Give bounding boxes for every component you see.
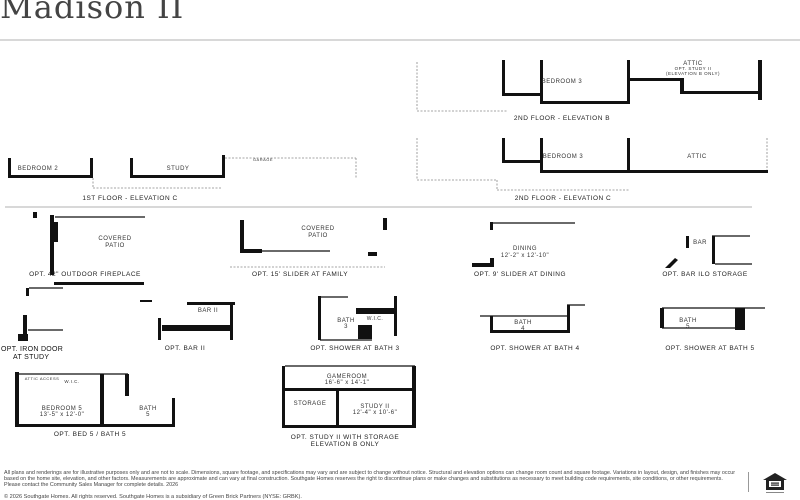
option-caption: OPT. BAR ILO STORAGE <box>662 271 748 278</box>
room-label: ATTIC <box>683 61 703 67</box>
option-bar-ilo-storage: BAR OPT. BAR ILO STORAGE <box>662 235 752 278</box>
room-label: STORAGE <box>294 401 327 407</box>
room-label: GARAGE <box>253 157 273 162</box>
option-shower-bath-4: BATH 4 OPT. SHOWER AT BATH 4 <box>480 304 585 352</box>
page-title: Madison II <box>0 0 185 26</box>
option-caption: OPT. 9' SLIDER AT DINING <box>474 271 566 278</box>
plan-caption: 1ST FLOOR - ELEVATION C <box>82 195 177 202</box>
option-shower-bath-3: BATH 3 W.I.C. OPT. SHOWER AT BATH 3 <box>310 296 399 352</box>
footer-divider <box>748 472 749 492</box>
room-label: 3 <box>344 324 348 330</box>
room-label: BEDROOM 2 <box>18 166 59 172</box>
option-caption: AT STUDY <box>13 354 49 361</box>
room-label: BEDROOM 3 <box>543 154 584 160</box>
option-caption: ELEVATION B ONLY <box>311 441 380 448</box>
option-shower-bath-5: BATH 5 OPT. SHOWER AT BATH 5 <box>660 307 765 352</box>
room-label: 12'-4" x 10'-6" <box>353 410 397 416</box>
equal-housing-opportunity-icon <box>763 473 787 493</box>
option-caption: OPT. IRON DOOR <box>1 346 63 353</box>
option-slider-dining: DINING 12'-2" x 12'-10" OPT. 9' SLIDER A… <box>472 222 575 278</box>
room-label: STUDY <box>167 166 190 172</box>
option-iron-door: OPT. IRON DOOR AT STUDY <box>1 287 63 361</box>
option-caption: OPT. SHOWER AT BATH 5 <box>665 345 754 352</box>
first-floor-plan: BEDROOM 2 STUDY GARAGE 1ST FLOOR - ELEVA… <box>8 155 357 202</box>
room-label: ATTIC ACCESS <box>25 376 60 381</box>
room-label: STUDY II <box>360 404 389 410</box>
room-label: BEDROOM 5 <box>42 406 83 412</box>
option-caption: OPT. SHOWER AT BATH 4 <box>490 345 579 352</box>
room-label: PATIO <box>308 233 328 239</box>
room-label: BAR <box>693 240 707 246</box>
room-label: (ELEVATION B ONLY) <box>666 71 720 76</box>
option-bar-ii: BAR II OPT. BAR II <box>140 300 235 352</box>
copyright-text: © 2026 Southgate Homes. All rights reser… <box>4 494 302 500</box>
plan-caption: 2ND FLOOR - ELEVATION B <box>514 115 610 122</box>
room-label: DINING <box>513 246 537 252</box>
room-label: OPT. STUDY II <box>675 66 712 71</box>
room-label: W.I.C. <box>367 316 384 322</box>
room-label: BAR II <box>198 308 218 314</box>
option-caption: OPT. STUDY II WITH STORAGE <box>291 434 400 441</box>
room-label: GAMEROOM <box>327 374 367 380</box>
option-caption: OPT. 15' SLIDER AT FAMILY <box>252 271 348 278</box>
room-label: BEDROOM 3 <box>542 79 583 85</box>
option-caption: OPT. BED 5 / BATH 5 <box>54 431 126 438</box>
option-slider-family: COVERED PATIO OPT. 15' SLIDER AT FAMILY <box>230 218 387 278</box>
room-label: COVERED <box>98 236 131 242</box>
room-label: PATIO <box>105 243 125 249</box>
room-label: 12'-2" x 12'-10" <box>501 253 549 259</box>
option-caption: OPT. 42" OUTDOOR FIREPLACE <box>29 271 141 278</box>
room-label: COVERED <box>301 226 334 232</box>
room-label: 16'-6" x 14'-1" <box>325 380 369 386</box>
room-label: 5 <box>146 412 150 418</box>
room-label: 5 <box>686 324 690 330</box>
option-outdoor-fireplace: COVERED PATIO OPT. 42" OUTDOOR FIREPLACE <box>29 212 145 285</box>
option-caption: OPT. BAR II <box>165 345 206 352</box>
room-label: BATH <box>514 320 532 326</box>
room-label: 13'-5" x 12'-0" <box>40 412 84 418</box>
room-label: ATTIC <box>687 154 707 160</box>
option-study-ii-storage: GAMEROOM 16'-6" x 14'-1" STORAGE STUDY I… <box>282 365 416 448</box>
room-label: 4 <box>521 326 525 332</box>
room-label: BATH <box>679 318 697 324</box>
room-label: BATH <box>139 406 157 412</box>
room-label: BATH <box>337 318 355 324</box>
second-floor-elevation-c-plan: BEDROOM 3 ATTIC 2ND FLOOR - ELEVATION C <box>416 138 768 202</box>
room-label: W.I.C. <box>64 379 79 384</box>
disclaimer-text: All plans and renderings are for illustr… <box>4 470 736 489</box>
option-caption: OPT. SHOWER AT BATH 3 <box>310 345 399 352</box>
plan-caption: 2ND FLOOR - ELEVATION C <box>515 195 612 202</box>
option-bed-5-bath-5: ATTIC ACCESS W.I.C. BEDROOM 5 13'-5" x 1… <box>15 372 175 438</box>
second-floor-elevation-b-plan: BEDROOM 3 ATTIC OPT. STUDY II (ELEVATION… <box>416 60 762 122</box>
